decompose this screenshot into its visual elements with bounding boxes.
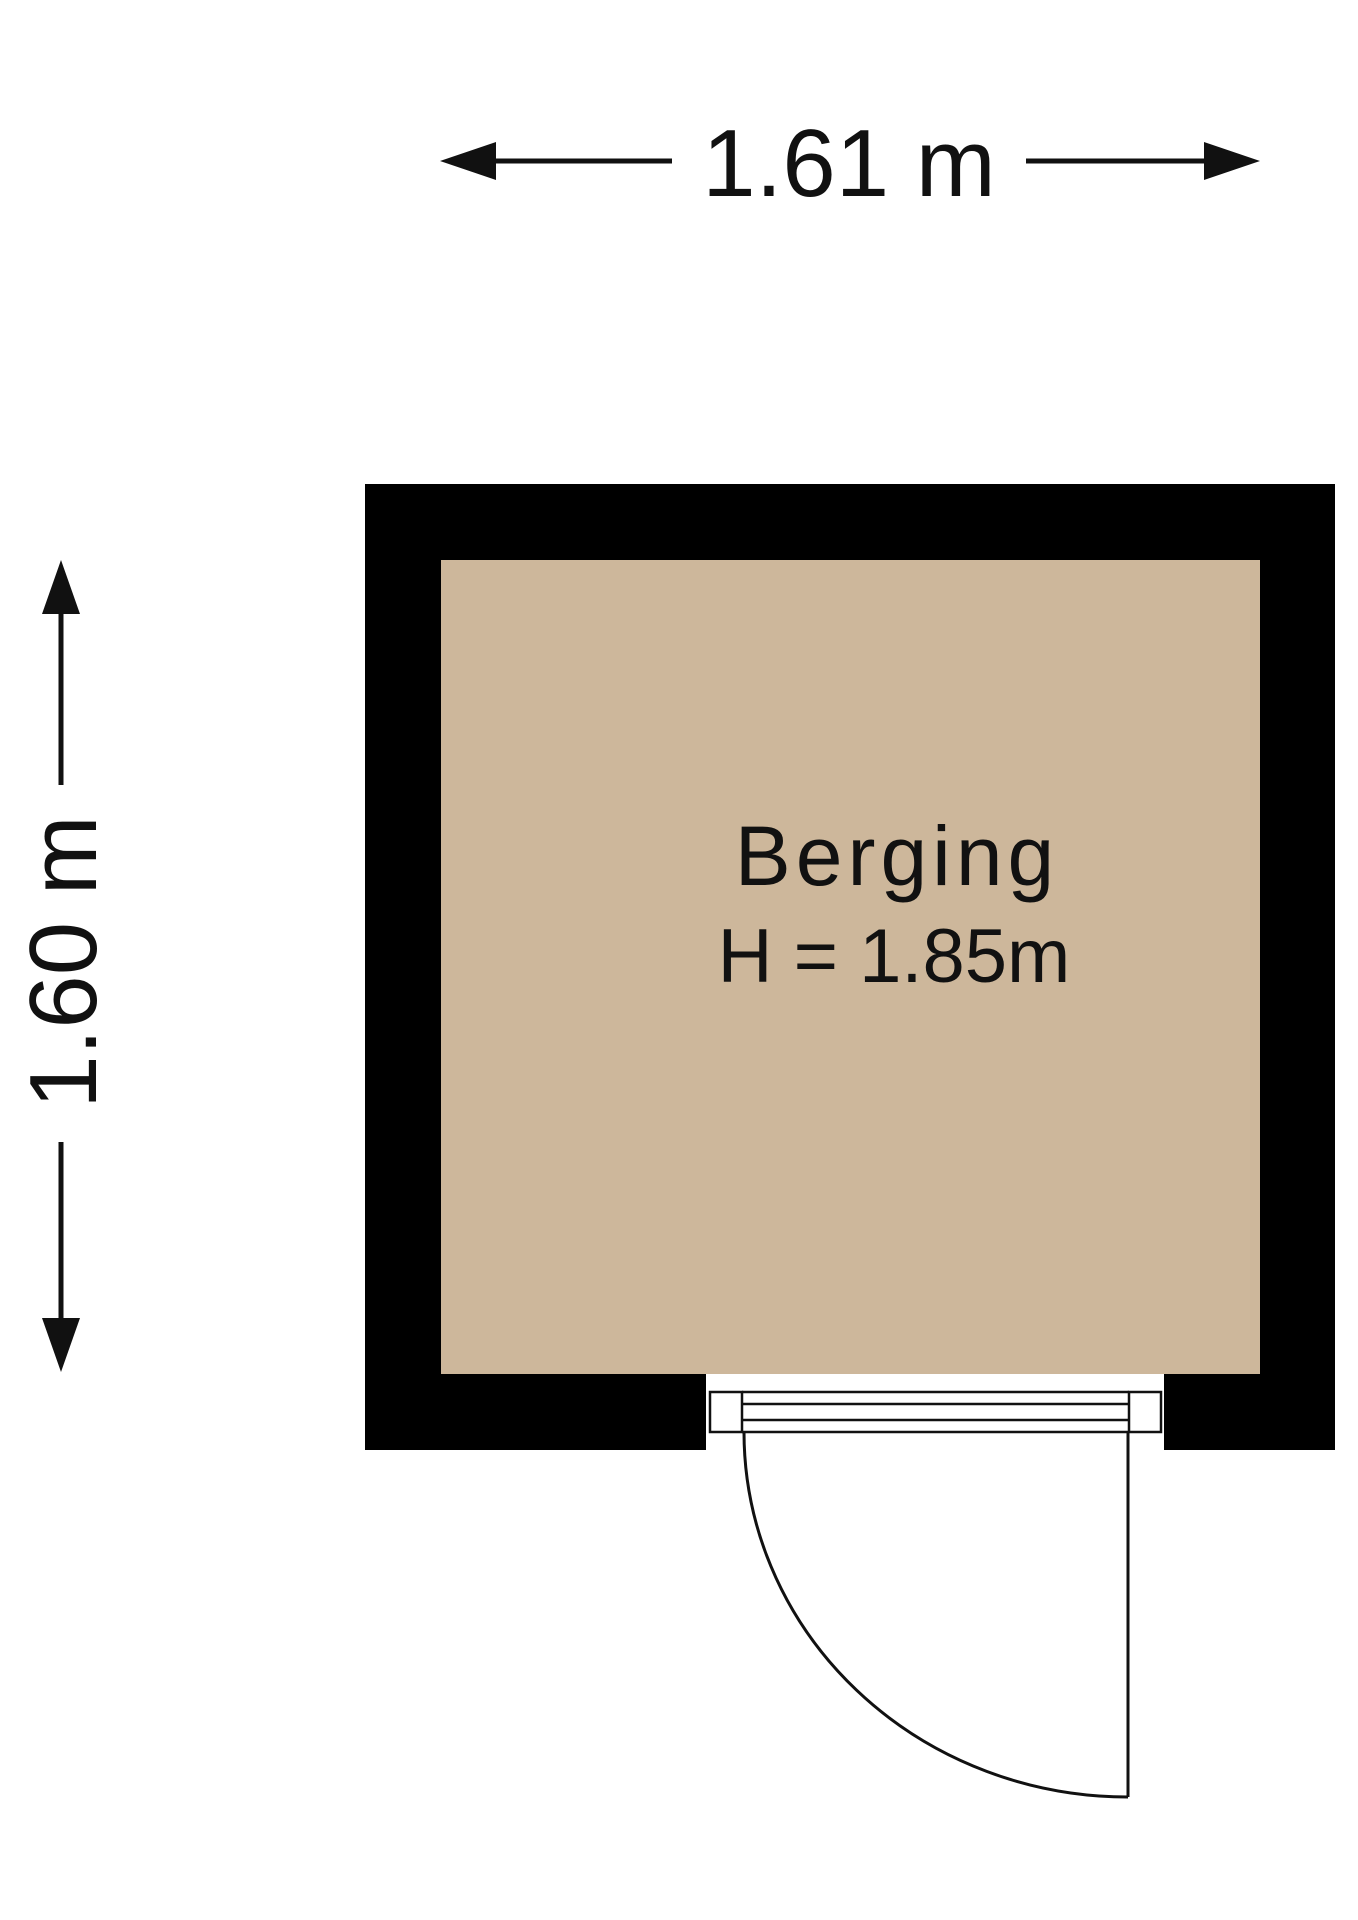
width-dimension-arrow-right: [1204, 142, 1260, 180]
room-height: H = 1.85m: [718, 914, 1071, 999]
width-dimension-label: 1.61 m: [702, 110, 995, 217]
door-swing: [742, 1431, 1130, 1799]
door-jamb-right: [1127, 1390, 1163, 1434]
door-jamb-left: [708, 1390, 744, 1434]
door-opening: [706, 1374, 1164, 1450]
room-name: Berging: [735, 809, 1060, 903]
width-dimension-arrow-left: [440, 142, 496, 180]
door-swing-arc: [742, 1431, 1129, 1799]
width-dimension: 1.61 m: [440, 110, 1260, 217]
depth-dimension-arrow-bottom: [42, 1318, 80, 1372]
door-frame: [708, 1390, 1163, 1434]
depth-dimension: 1.60 m: [10, 560, 117, 1372]
depth-dimension-label: 1.60 m: [10, 815, 117, 1108]
room-floor: [441, 560, 1260, 1374]
depth-dimension-arrow-top: [42, 560, 80, 614]
